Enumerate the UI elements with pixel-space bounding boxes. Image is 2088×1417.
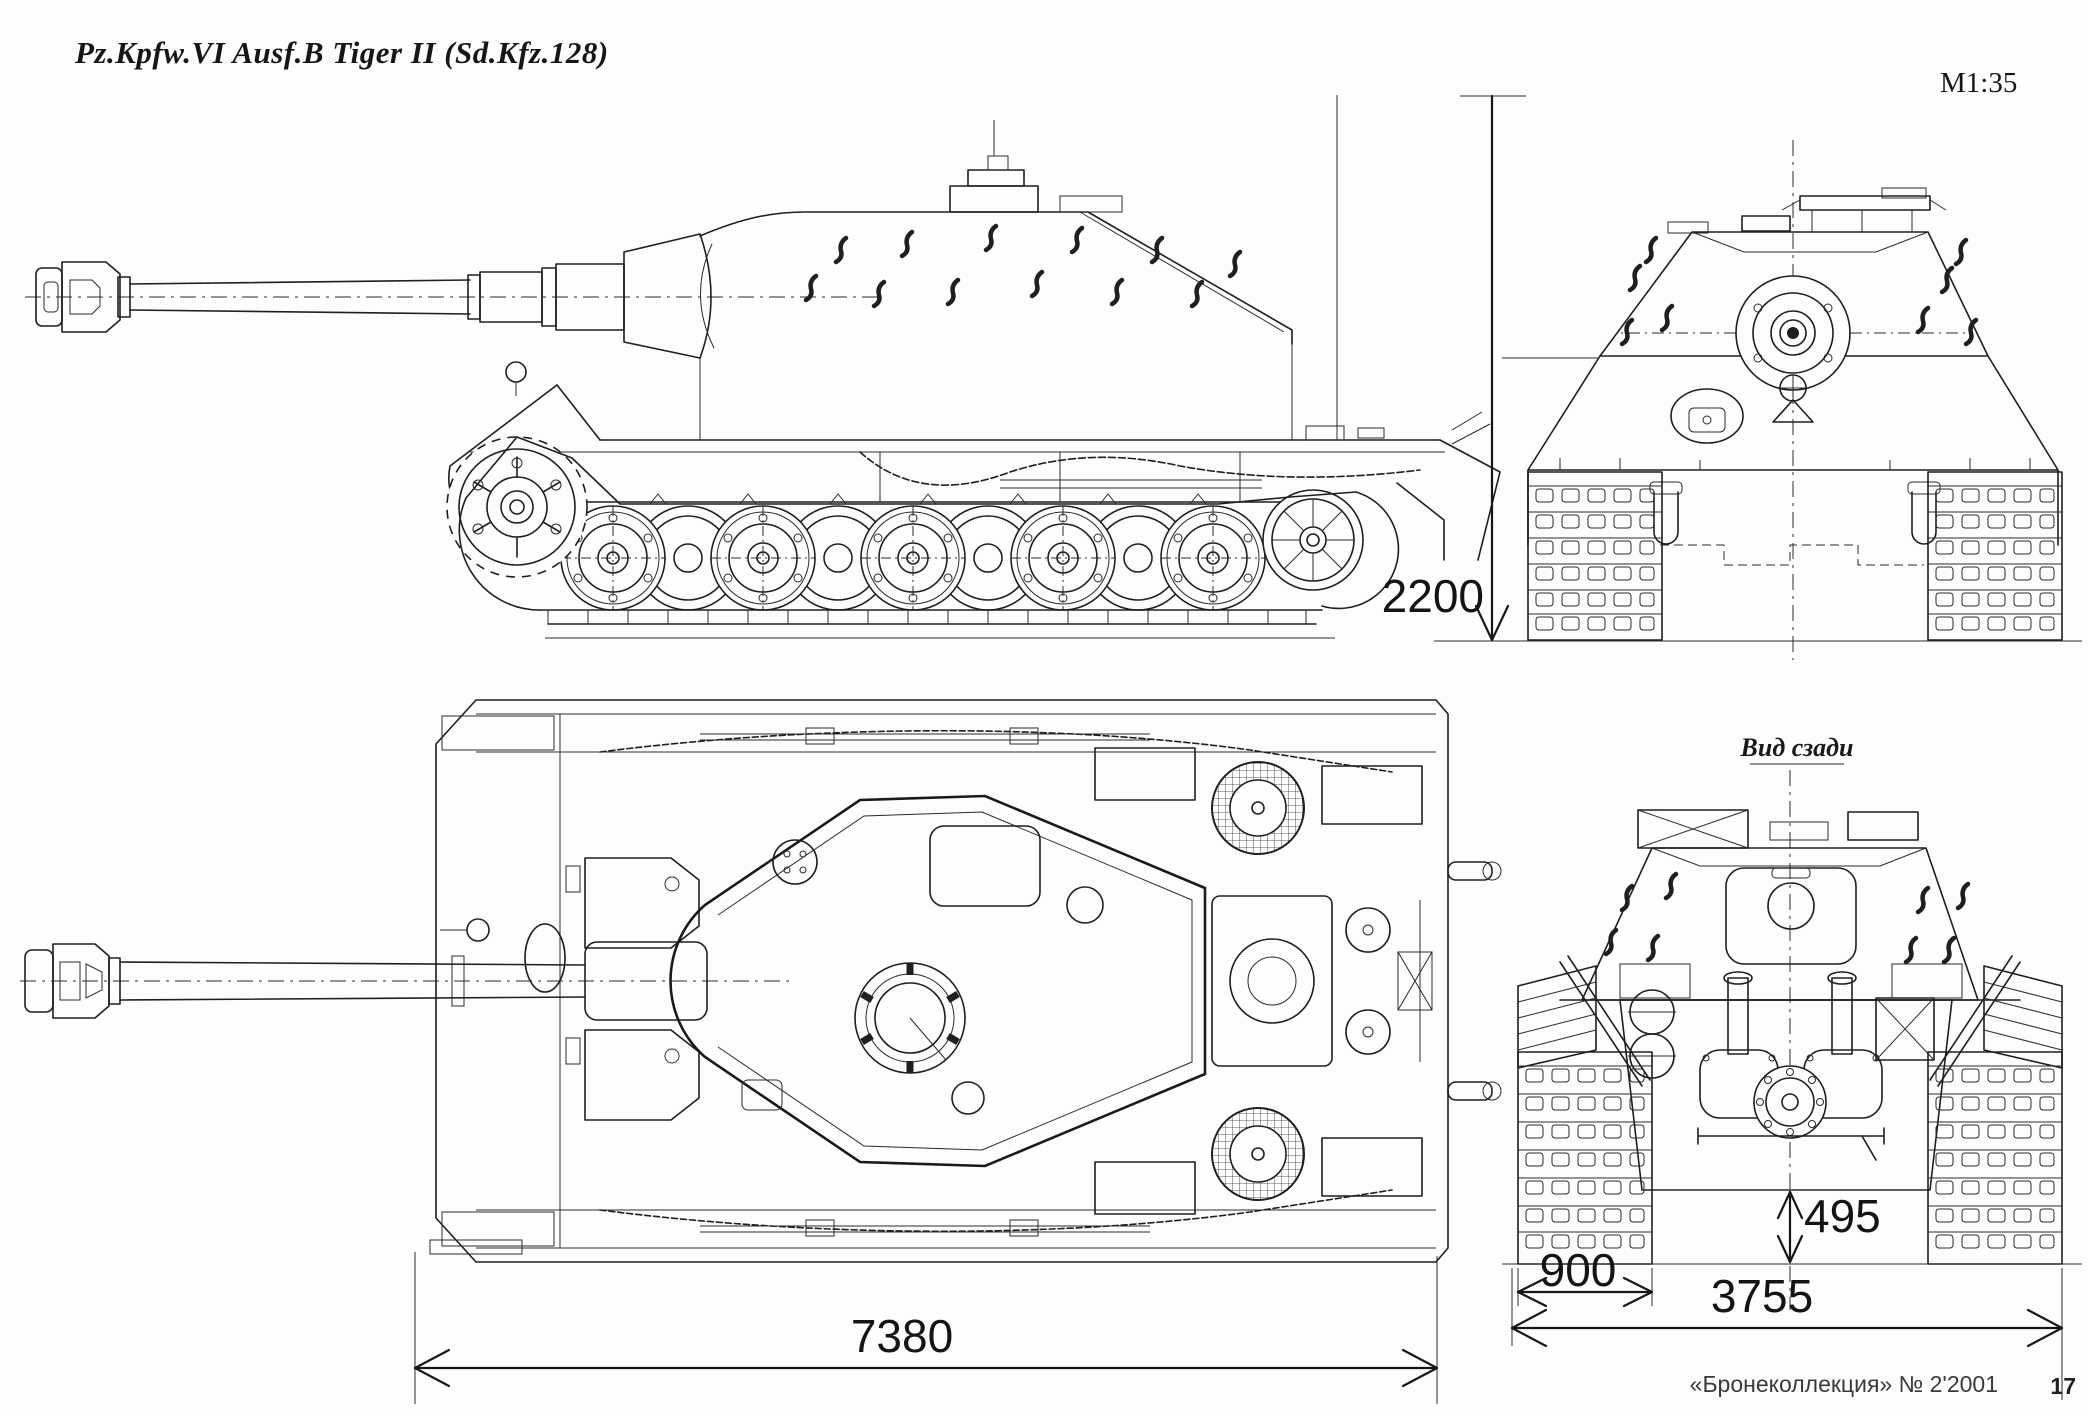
front-turret [1599,187,1989,391]
side-turret [623,120,1293,440]
footer-publication: «Бронеколлекция» № 2'2001 [1690,1371,1998,1397]
dimension-overall-height: 2200 [1382,94,1560,642]
front-view [1500,140,2082,660]
dim-height-value: 2200 [1382,570,1484,622]
rear-view-label: Вид сзади [1740,733,1854,765]
side-view [25,95,1501,639]
footer-page-number: 17 [2050,1373,2076,1399]
dim-track-width-value: 900 [1540,1244,1617,1296]
rear-hull [1517,955,2063,1191]
rear-view-label-text: Вид сзади [1740,733,1854,762]
dimension-ground-clearance: 495 [1776,1190,1881,1264]
drive-sprocket [446,436,588,578]
page-title: Pz.Kpfw.VI Ausf.B Tiger II (Sd.Kfz.128) [74,35,609,70]
rear-turret [1581,809,1979,1001]
dimension-hull-length: 7380 [413,1252,1439,1404]
dimension-track-width: 900 [1516,1244,1654,1308]
dimension-overall-width: 3755 [1510,1268,2064,1400]
front-tracks [1527,471,2063,641]
top-engine-deck [1094,747,1433,1215]
scale-label: M1:35 [1940,67,2017,99]
top-turret [669,794,1207,1168]
side-running-gear [446,436,1400,625]
dim-clearance-value: 495 [1804,1190,1881,1242]
top-view [20,699,1502,1263]
dim-length-value: 7380 [851,1310,953,1362]
rear-view [1502,770,2082,1310]
top-gun-barrel [24,941,708,1021]
top-hull [429,699,1502,1263]
dim-width-value: 3755 [1711,1270,1813,1322]
idler-wheel [1262,489,1364,591]
